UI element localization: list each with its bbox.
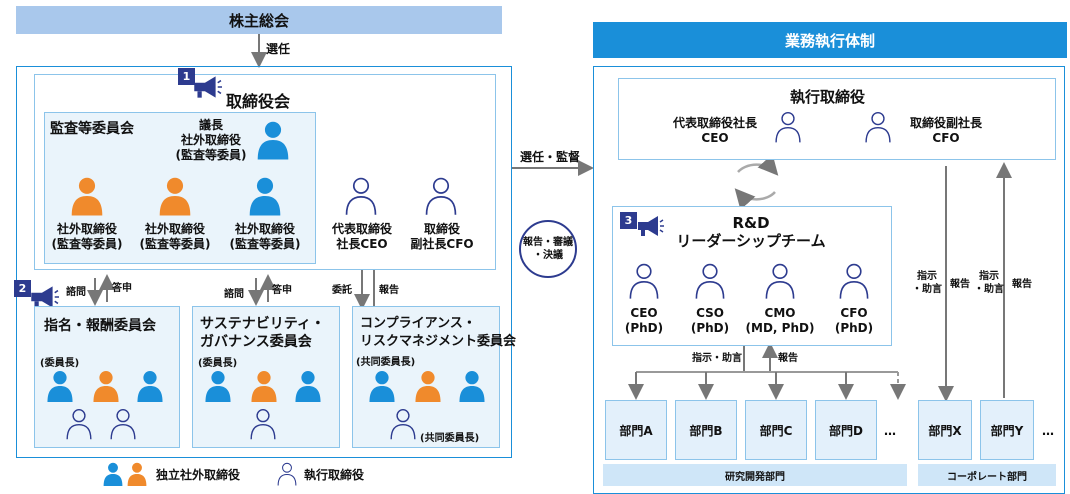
exec-ceo-icon (774, 110, 802, 144)
audit-member2-icon (158, 174, 192, 218)
compliance-exec-icon (388, 408, 418, 440)
board-badge: 1 (178, 68, 195, 85)
audit-member3-label: 社外取締役(監査等委員) (229, 222, 301, 251)
sustainability-chair-label: (委員長) (198, 358, 238, 369)
compliance-chair-label: (共同委員長) (356, 357, 416, 368)
rd-cso-icon (694, 262, 726, 300)
side-instruct-label: 指示・助言 (912, 271, 942, 295)
board-cfo-label: 取締役副社長CFO (410, 222, 474, 251)
sustainability-committee-title: サステナビリティ・ガバナンス委員会 (200, 316, 325, 350)
compliance-member-icon (412, 370, 444, 402)
megaphone-icon-3 (634, 214, 664, 238)
corp-more: … (1042, 424, 1054, 438)
board-cfo-icon (424, 174, 458, 218)
nomination-chair-label: (委員長) (40, 358, 80, 369)
exec-directors-box (618, 78, 1056, 160)
exec-band: 業務執行体制 (593, 22, 1067, 58)
shareholders-band: 株主総会 (16, 6, 502, 34)
megaphone-icon (190, 74, 222, 100)
audit-committee-title: 監査等委員会 (50, 121, 134, 137)
side-report-label-2: 報告 (1012, 279, 1032, 290)
elect-supervise-label: 選任・監督 (520, 150, 581, 164)
rd-leadership-box (612, 206, 892, 346)
nomination-report-label: 答申 (112, 283, 132, 294)
sustainability-report-label: 答申 (272, 285, 292, 296)
corp-dept-label: コーポレート部門 (918, 464, 1056, 486)
rd-cso-label: CSO(PhD) (690, 306, 730, 335)
cycle-label: 報告・審議・決議 (523, 237, 573, 261)
sustainability-consult-label: 諮問 (224, 289, 244, 300)
audit-chair-label: 議長社外取締役(監査等委員) (175, 118, 247, 162)
compliance-member2-icon (456, 370, 488, 402)
audit-member1-icon (70, 174, 104, 218)
rd-cfo-label: CFO(PhD) (834, 306, 874, 335)
board-ceo-icon (344, 174, 378, 218)
exec-cfo-icon (864, 110, 892, 144)
rd-badge: 3 (620, 212, 637, 229)
dept-d: 部門D (815, 400, 877, 460)
sustainability-member2-icon (292, 370, 324, 402)
report-label: 報告 (778, 353, 798, 364)
board-ceo-label: 代表取締役社長CEO (331, 222, 392, 251)
rd-dept-label: 研究開発部門 (603, 464, 907, 486)
compliance-cochair-label: (共同委員長) (420, 433, 480, 444)
nomination-exec-icon (64, 408, 94, 440)
exec-directors-title: 執行取締役 (790, 88, 866, 106)
dept-x: 部門X (918, 400, 972, 460)
rd-ceo-label: CEO(PhD) (624, 306, 664, 335)
nomination-member2-icon (134, 370, 166, 402)
nomination-consult-label: 諮問 (66, 287, 86, 298)
compliance-delegate-label: 委託 (332, 285, 352, 296)
nomination-committee-title: 指名・報酬委員会 (44, 318, 156, 334)
dept-y: 部門Y (980, 400, 1034, 460)
dept-a: 部門A (605, 400, 667, 460)
dept-b: 部門B (675, 400, 737, 460)
audit-member1-label: 社外取締役(監査等委員) (51, 222, 123, 251)
nomination-chair-icon (44, 370, 76, 402)
legend-blue-icon (102, 462, 124, 486)
rd-cmo-icon (764, 262, 796, 300)
sustainability-exec-icon (248, 408, 278, 440)
sustainability-member-icon (248, 370, 280, 402)
rd-ceo-icon (628, 262, 660, 300)
rd-cmo-label: CMO(MD, PhD) (745, 306, 815, 335)
side-instruct-label-2: 指示・助言 (974, 271, 1004, 295)
legend-independent-label: 独立社外取締役 (156, 468, 241, 482)
dept-c: 部門C (745, 400, 807, 460)
compliance-committee-title: コンプライアンス・リスクマネジメント委員会 (360, 316, 517, 349)
compliance-report-label: 報告 (379, 285, 399, 296)
legend-outline-icon (276, 462, 298, 486)
side-report-label: 報告 (950, 279, 970, 290)
elect-label: 選任 (266, 42, 291, 56)
committees-badge: 2 (14, 280, 31, 297)
audit-member2-label: 社外取締役(監査等委員) (139, 222, 211, 251)
sustainability-chair-icon (202, 370, 234, 402)
rd-cfo-icon (838, 262, 870, 300)
compliance-chair-icon (366, 370, 398, 402)
nomination-exec2-icon (108, 408, 138, 440)
audit-member3-icon (248, 174, 282, 218)
board-title: 取締役会 (226, 92, 291, 111)
nomination-member-icon (90, 370, 122, 402)
legend-executive-label: 執行取締役 (304, 468, 365, 482)
audit-chair-icon (256, 118, 290, 162)
dept-more: … (884, 424, 896, 438)
legend-orange-icon (126, 462, 148, 486)
instruct-advise-label: 指示・助言 (692, 353, 742, 364)
governance-container (16, 66, 512, 458)
